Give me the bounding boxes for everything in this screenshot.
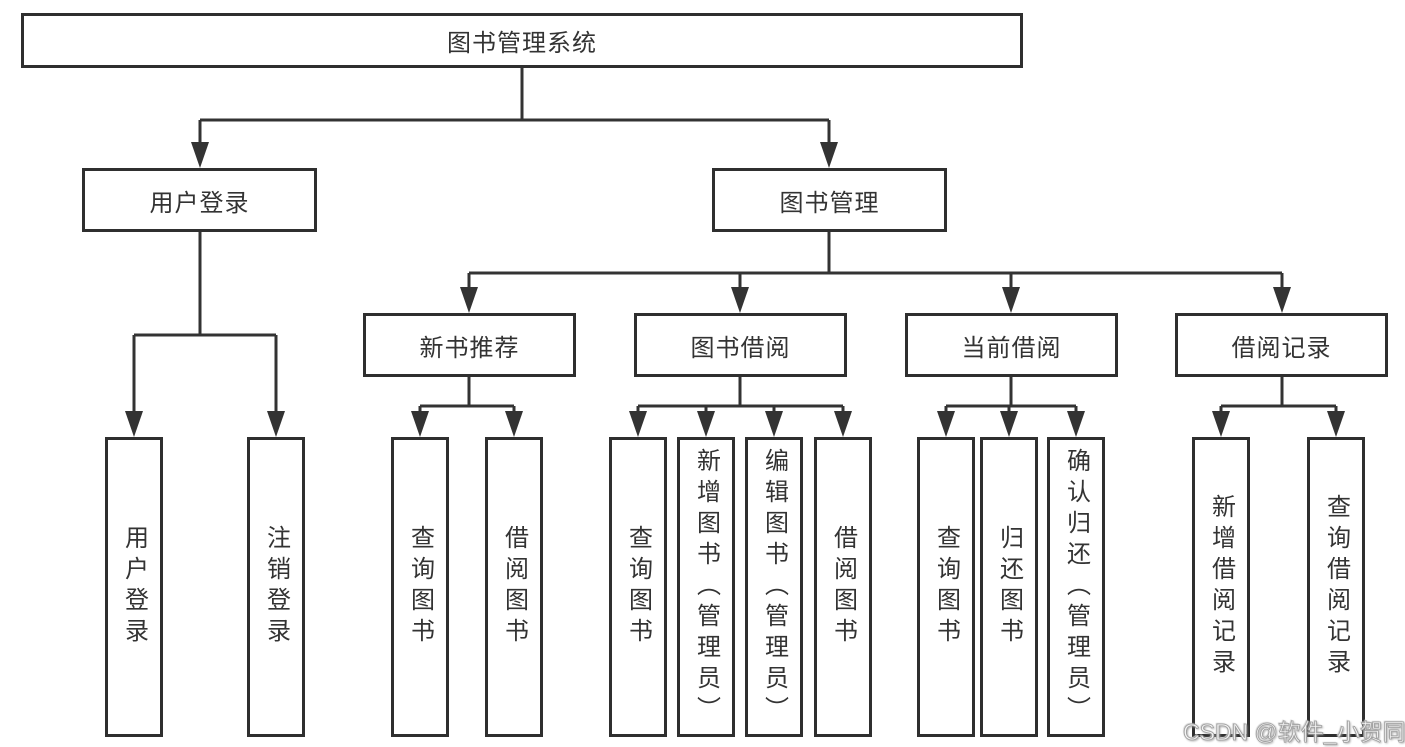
node-user-login: 用户登录 — [82, 168, 317, 232]
node-borrowing-records: 借阅记录 — [1175, 313, 1388, 377]
leaf-return-books: 归还图书 — [980, 437, 1038, 737]
leaf-user-login: 用户登录 — [105, 437, 163, 737]
leaf-query-borrow-record: 查询借阅记录 — [1307, 437, 1365, 737]
leaf-query-books-borrowing: 查询图书 — [609, 437, 667, 737]
leaf-query-books-current: 查询图书 — [917, 437, 975, 737]
node-current-borrowing: 当前借阅 — [905, 313, 1118, 377]
leaf-confirm-return-admin: 确认归还（管理员） — [1047, 437, 1105, 737]
leaf-borrow-books-recommend: 借阅图书 — [485, 437, 543, 737]
node-book-borrowing: 图书借阅 — [634, 313, 847, 377]
leaf-borrow-books: 借阅图书 — [814, 437, 872, 737]
arrowheads — [125, 142, 1345, 437]
node-new-book-recommendation: 新书推荐 — [363, 313, 576, 377]
node-book-management: 图书管理 — [712, 168, 947, 232]
leaf-query-books-recommend: 查询图书 — [391, 437, 449, 737]
node-root: 图书管理系统 — [21, 13, 1023, 68]
leaf-add-book-admin: 新增图书（管理员） — [677, 437, 735, 737]
leaf-edit-book-admin: 编辑图书（管理员） — [745, 437, 803, 737]
watermark: CSDN @软件_小贺同学 — [1183, 719, 1405, 746]
leaf-logout: 注销登录 — [247, 437, 305, 737]
leaf-add-borrow-record: 新增借阅记录 — [1192, 437, 1250, 737]
